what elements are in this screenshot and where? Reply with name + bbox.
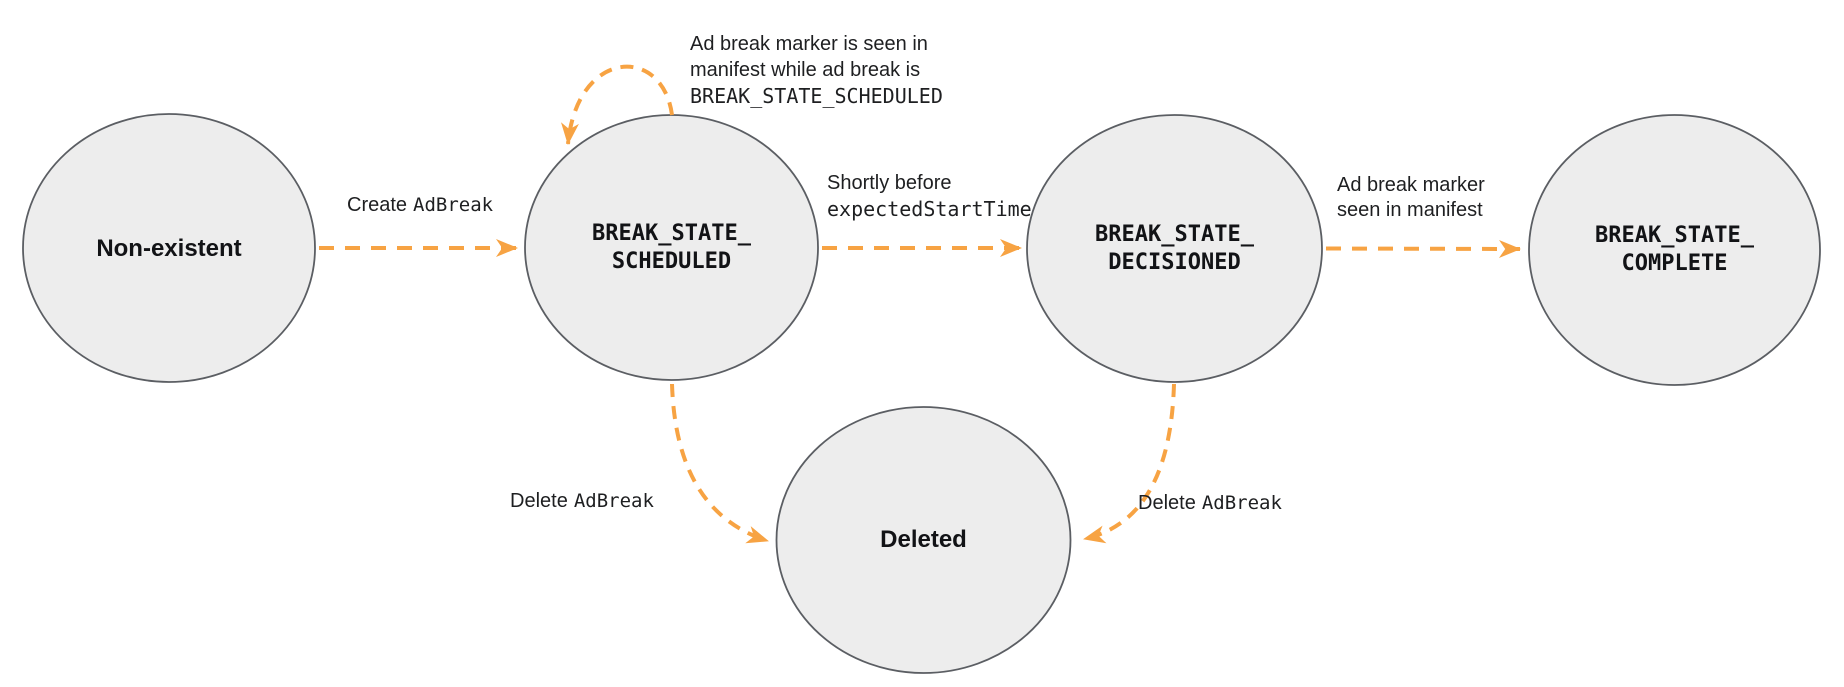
transition-label-to-complete-line2: seen in manifest <box>1337 199 1483 221</box>
transition-label-to-complete: Ad break marker seen in manifest <box>1337 173 1485 223</box>
transition-label-self-loop: Ad break marker is seen in manifest whil… <box>690 31 943 109</box>
transition-label-create: Create AdBreak <box>347 192 493 218</box>
state-node-deleted <box>775 406 1072 674</box>
transition-label-delete-left-code: AdBreak <box>573 490 654 512</box>
transition-label-to-decisioned-plain: Shortly before <box>827 172 952 194</box>
transition-arrow-delete-from-decisioned <box>1083 383 1176 544</box>
state-node-non-existent <box>22 113 316 383</box>
transition-label-self-loop-line2: manifest while ad break is <box>690 59 921 81</box>
transition-arrow-self-loop <box>561 64 674 145</box>
transition-label-delete-from-scheduled: Delete AdBreak <box>510 488 654 514</box>
transition-arrow-delete-from-scheduled <box>670 383 769 544</box>
transition-label-self-loop-line3: BREAK_STATE_SCHEDULED <box>690 84 943 108</box>
transition-label-delete-right-plain: Delete <box>1138 492 1196 514</box>
state-node-complete <box>1528 114 1821 386</box>
transition-label-to-decisioned: Shortly before expectedStartTime <box>827 170 1032 222</box>
transition-label-create-code: AdBreak <box>413 194 494 216</box>
transition-label-delete-right-code: AdBreak <box>1201 492 1282 514</box>
state-node-decisioned <box>1026 114 1323 383</box>
transition-label-create-plain: Create <box>347 194 408 216</box>
transition-label-to-complete-line1: Ad break marker <box>1337 174 1485 196</box>
transition-label-to-decisioned-code: expectedStartTime <box>827 197 1032 221</box>
state-node-scheduled <box>524 114 819 381</box>
transition-label-self-loop-line1: Ad break marker is seen in <box>690 33 928 55</box>
transition-label-delete-left-plain: Delete <box>510 490 568 512</box>
transition-arrow-to-complete <box>1325 239 1521 258</box>
transition-label-delete-from-decisioned: Delete AdBreak <box>1138 490 1282 516</box>
